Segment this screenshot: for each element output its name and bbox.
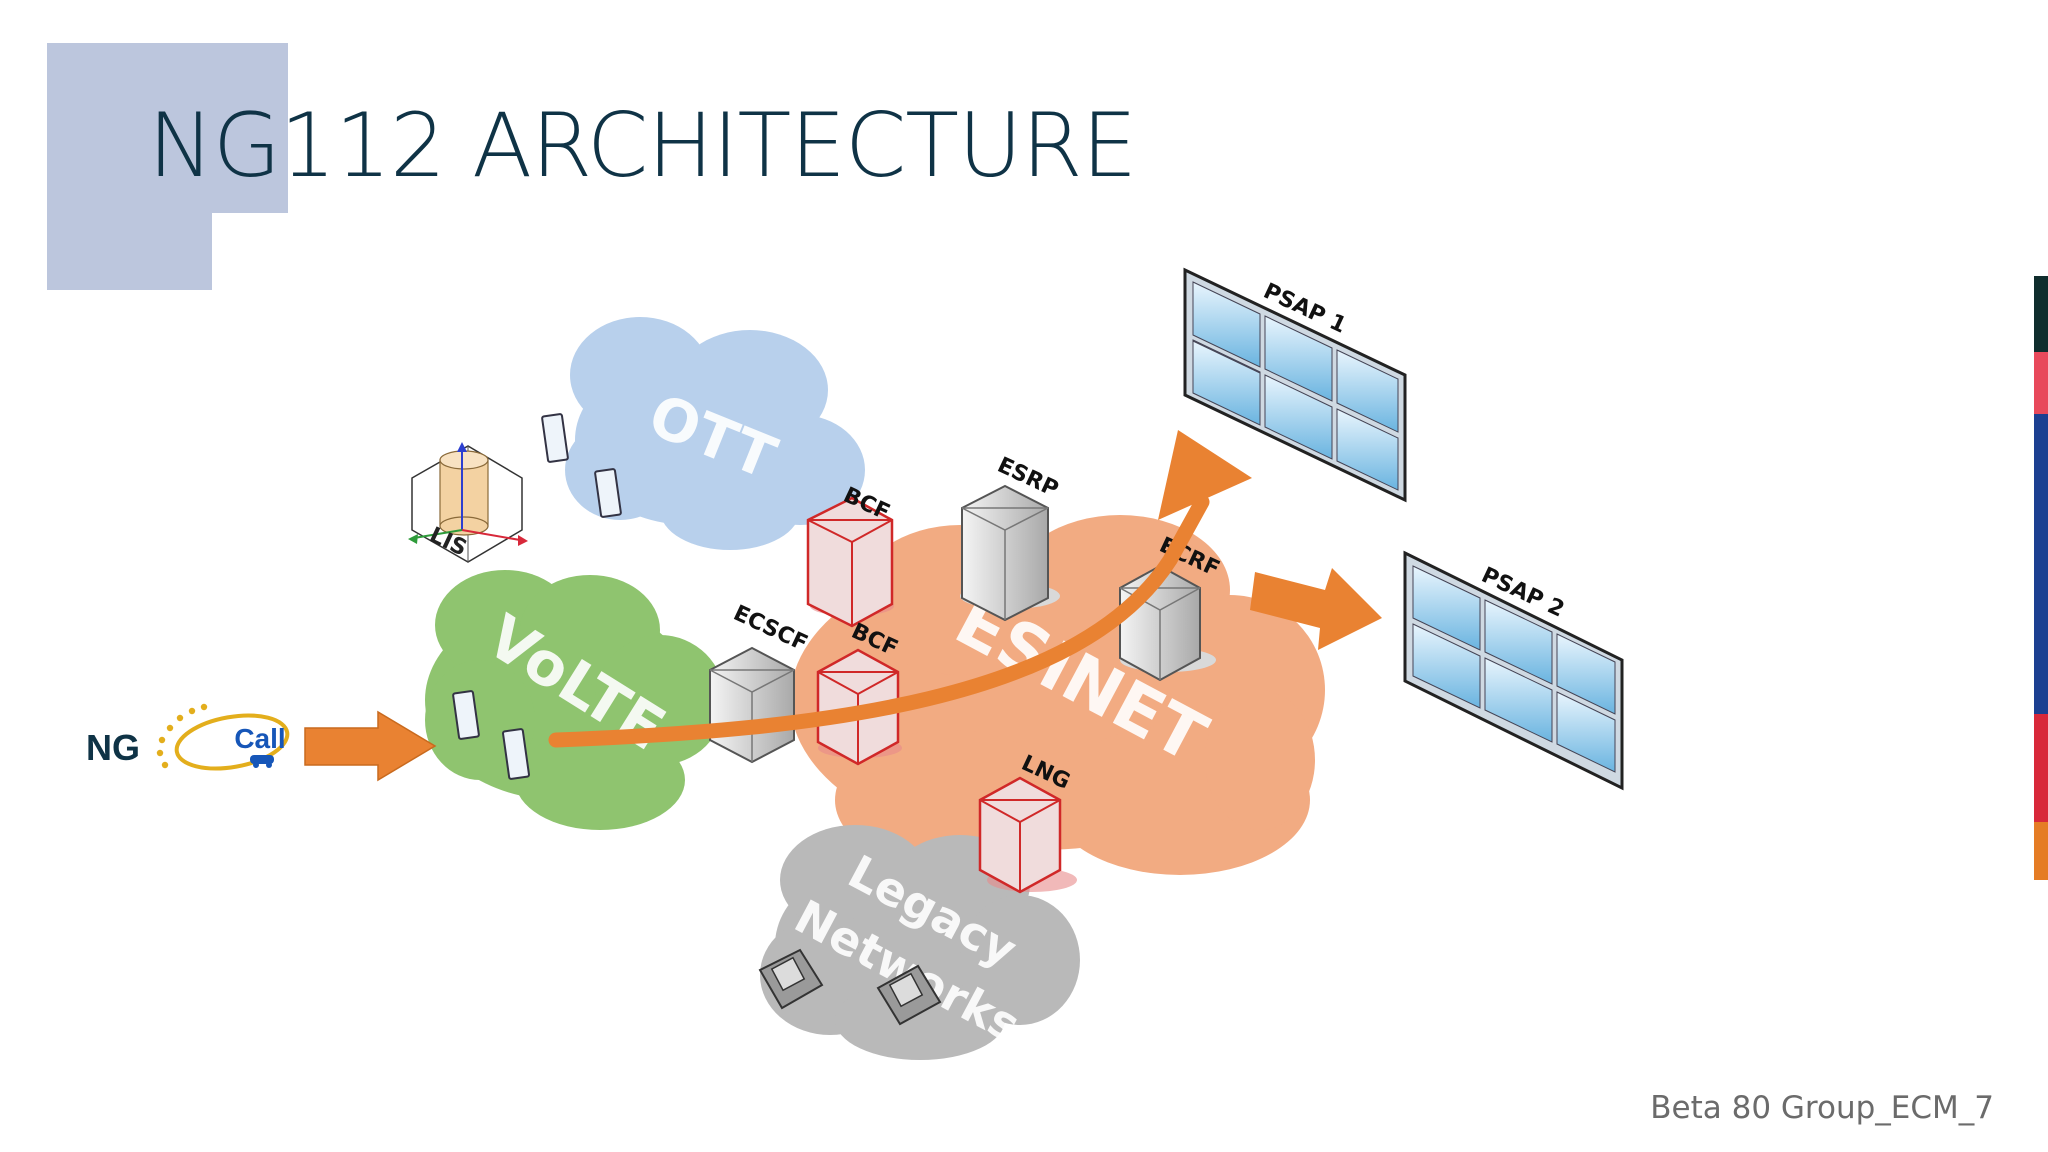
lng-node: LNG [978, 751, 1077, 894]
psap2-node: PSAP 2 [1403, 550, 1624, 791]
phone-icon [594, 468, 622, 518]
accent-stripe-orange [2034, 822, 2048, 880]
phone-icon [502, 728, 530, 780]
eu-star-icons [156, 703, 208, 769]
phone-icon [541, 413, 569, 463]
telephone-icon [876, 964, 942, 1026]
accent-stripe-blue [2034, 414, 2048, 714]
ecall-input-arrow [304, 710, 437, 782]
ecscf-label: ECSCF [729, 601, 811, 657]
ott-cloud: OTT [565, 317, 865, 550]
title-accent-box [47, 43, 288, 213]
esrp-server-node: ESRP [960, 453, 1062, 622]
ecall-logo: Call [156, 703, 290, 771]
car-icon [250, 755, 274, 768]
slide-title: NG112 ARCHITECTURE [148, 94, 1137, 197]
ng-ecall-prefix-label: NG [86, 727, 140, 768]
accent-stripe-red [2034, 714, 2048, 822]
footer-text: Beta 80 Group_ECM_7 [1650, 1090, 1994, 1126]
phone-icon [452, 690, 480, 740]
accent-stripe-dark [2034, 276, 2048, 352]
telephone-icon [758, 948, 824, 1010]
lis-database-icon: LIS [408, 442, 528, 563]
call-flow-arrow [548, 430, 1252, 748]
psap2-routing-arrow [1250, 568, 1382, 650]
ecall-call-label: Call [234, 723, 285, 754]
psap1-node: PSAP 1 [1183, 267, 1407, 503]
accent-stripe-pink [2034, 352, 2048, 414]
title-accent-box-lower [47, 213, 212, 290]
